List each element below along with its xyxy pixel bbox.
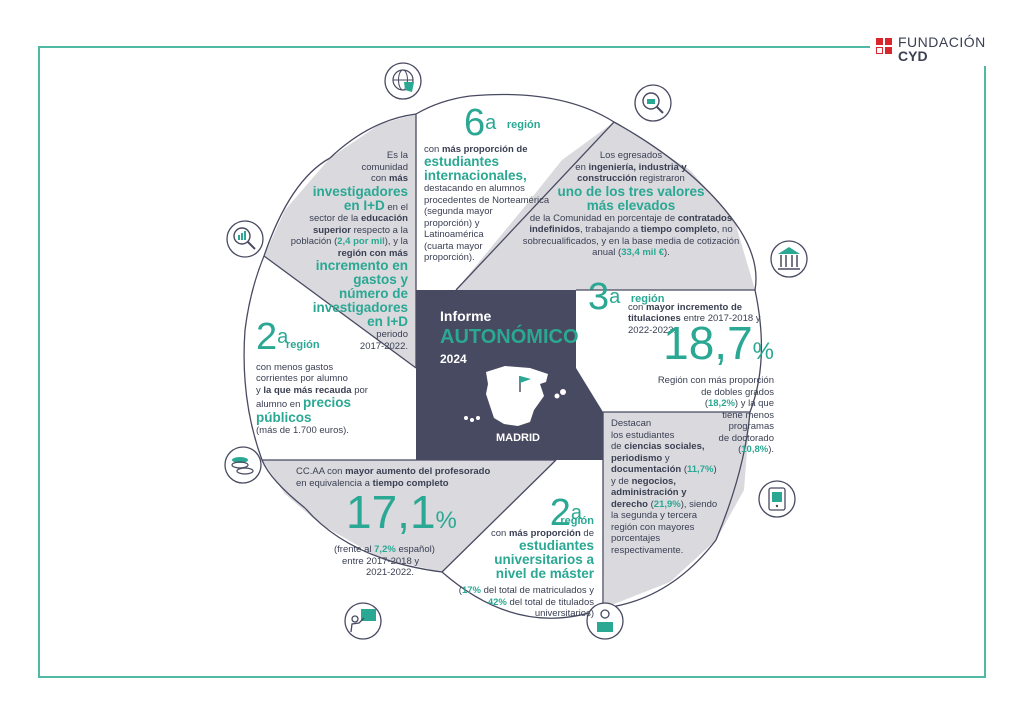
bank-building-icon	[770, 240, 808, 278]
segment-intl-text: 6a región con más proporción de estudian…	[424, 102, 550, 264]
center-title-autonomico: AUTONÓMICO	[440, 326, 579, 348]
tablet-user-icon	[758, 480, 796, 518]
segment-eng-text: Los egresados en ingeniería, industria y…	[522, 150, 740, 258]
segment-master-text: 2a región con más proporción de estudian…	[458, 492, 594, 619]
segment-soc-text: Destacan los estudiantes de ciencias soc…	[611, 418, 718, 556]
center-title-informe: Informe	[440, 308, 492, 324]
border-frame	[38, 46, 986, 678]
teacher-board-icon	[344, 602, 382, 640]
segment-prof-text: CC.AA con mayor aumento del profesorado …	[296, 466, 491, 578]
segment-rd-text: Es la comunidad con más investigadores e…	[290, 150, 408, 352]
fundacion-cyd-logo: FUNDACIÓN CYD	[870, 32, 990, 66]
center-region: MADRID	[496, 432, 540, 444]
coins-icon	[224, 446, 262, 484]
center-year: 2024	[440, 352, 467, 366]
segment-fees-text: 2a región con menos gastos corrientes po…	[256, 316, 368, 436]
segment-grad-text: 3a región con mayor incremento de titula…	[588, 276, 774, 456]
student-laptop-icon	[586, 602, 624, 640]
chart-magnifier-icon	[226, 220, 264, 258]
globe-icon	[384, 62, 422, 100]
briefcase-search-icon	[634, 84, 672, 122]
